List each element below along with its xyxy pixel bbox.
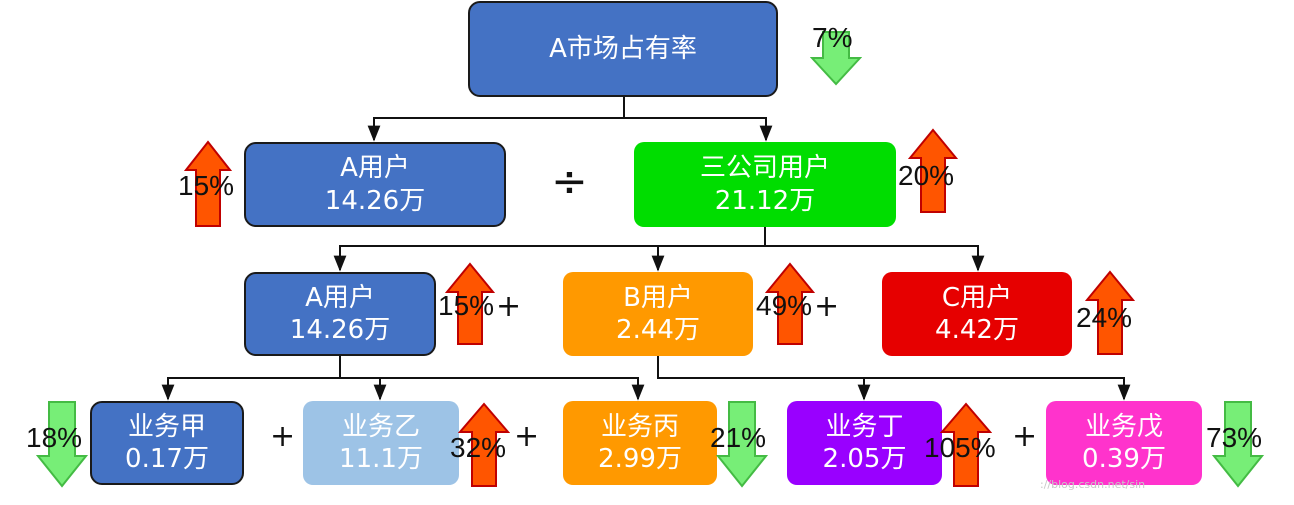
plus-operator: + — [814, 289, 840, 324]
node-biz-ding: 业务丁 2.05万 — [787, 401, 942, 485]
node-biz-ding-value: 2.05万 — [822, 444, 907, 474]
arrow-up-icon — [184, 140, 232, 227]
node-a-market-share: A市场占有率 — [468, 1, 778, 97]
node-biz-wu-value: 0.39万 — [1082, 444, 1166, 474]
node-level1-a-users-title: A用户 — [340, 153, 410, 183]
plus-operator: + — [514, 419, 540, 454]
node-level1-three-company-users-value: 21.12万 — [714, 185, 816, 216]
connector-three-company — [333, 226, 766, 272]
plus-operator: + — [496, 289, 522, 324]
arrow-up-icon — [458, 402, 510, 487]
node-biz-bing-value: 2.99万 — [598, 444, 682, 474]
plus-operator: + — [1012, 419, 1038, 454]
arrow-up-icon — [1085, 270, 1135, 355]
biz-wu-change: 73% — [1206, 422, 1263, 453]
node-biz-yi: 业务乙 11.1万 — [303, 401, 459, 485]
connector-to-c — [765, 245, 985, 272]
arrow-down-icon — [716, 401, 768, 488]
biz-ding-change: 105% — [924, 432, 996, 463]
arrow-down-icon — [810, 31, 862, 86]
arrow-up-icon — [765, 262, 815, 345]
arrow-down-icon — [36, 401, 88, 488]
arrow-down-icon — [1212, 401, 1264, 488]
node-biz-yi-title: 业务乙 — [341, 411, 420, 442]
arrow-up-icon — [445, 262, 495, 345]
node-biz-jia: 业务甲 0.17万 — [90, 401, 244, 485]
connector-to-bing — [340, 377, 645, 401]
biz-yi-change: 32% — [450, 432, 507, 463]
biz-jia-change: 18% — [26, 422, 83, 453]
root-change: 7% — [812, 22, 853, 53]
watermark: ://blog.csdn.net/sin — [1040, 478, 1146, 491]
connector-root-right — [624, 117, 773, 142]
node-biz-yi-value: 11.1万 — [339, 444, 423, 474]
node-biz-jia-title: 业务甲 — [127, 411, 206, 442]
level1-a-users-change: 15% — [178, 170, 235, 201]
level1-three-company-users-change: 20% — [898, 160, 955, 191]
node-level1-three-company-users: 三公司用户 21.12万 — [634, 142, 896, 227]
node-biz-bing: 业务丙 2.99万 — [563, 401, 717, 485]
node-a-market-share-title: A市场占有率 — [549, 33, 697, 64]
node-level1-a-users: A用户 14.26万 — [244, 142, 506, 227]
biz-bing-change: 21% — [710, 422, 767, 453]
connector-a-users — [161, 355, 341, 401]
node-level2-b-users-title: B用户 — [623, 282, 693, 313]
arrow-up-icon — [940, 402, 992, 487]
node-biz-wu-title: 业务戊 — [1084, 411, 1163, 442]
node-biz-ding-title: 业务丁 — [825, 411, 904, 442]
node-level2-c-users-title: C用户 — [941, 282, 1013, 313]
connector-b-users — [657, 355, 871, 401]
node-level2-a-users-title: A用户 — [305, 282, 375, 313]
divide-operator: ÷ — [551, 156, 588, 207]
node-level2-a-users-value: 14.26万 — [289, 315, 391, 345]
connector-root — [367, 96, 625, 142]
node-level1-a-users-value: 14.26万 — [324, 185, 426, 216]
node-biz-jia-value: 0.17万 — [125, 444, 209, 474]
node-level2-b-users: B用户 2.44万 — [563, 272, 753, 356]
plus-operator: + — [270, 419, 296, 454]
node-level2-c-users: C用户 4.42万 — [882, 272, 1072, 356]
level2-b-users-change: 49% — [756, 290, 813, 321]
connector-to-wu — [864, 377, 1131, 401]
node-level2-b-users-value: 2.44万 — [616, 315, 700, 345]
level2-a-users-change: 15% — [438, 290, 495, 321]
node-biz-bing-title: 业务丙 — [600, 411, 679, 442]
level2-c-users-change: 24% — [1076, 302, 1133, 333]
node-level2-c-users-value: 4.42万 — [935, 315, 1019, 345]
arrow-up-icon — [908, 128, 958, 213]
node-level1-three-company-users-title: 三公司用户 — [699, 153, 830, 183]
node-biz-wu: 业务戊 0.39万 — [1046, 401, 1202, 485]
node-level2-a-users: A用户 14.26万 — [244, 272, 436, 356]
